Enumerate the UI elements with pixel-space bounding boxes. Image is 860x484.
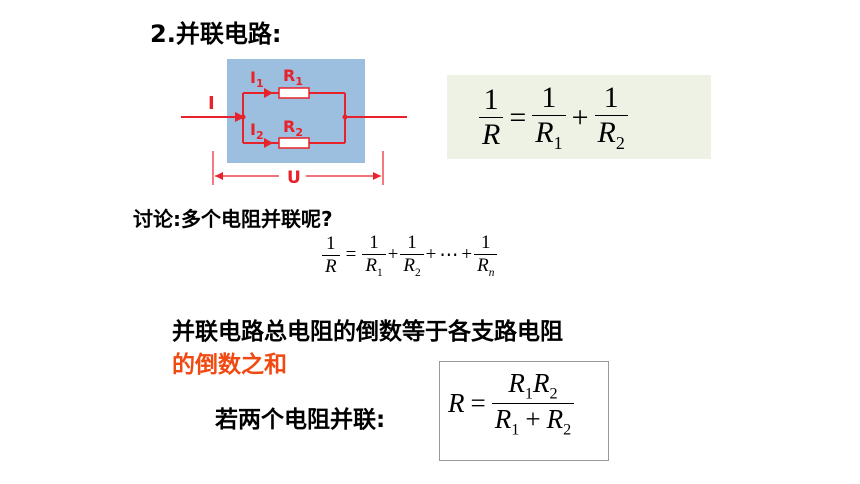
right-junction-dot	[342, 114, 348, 120]
formula-box-two: 1 R = 1 R1 + 1 R2	[447, 75, 711, 159]
frac-1-over-R1: 1 R1	[532, 81, 566, 154]
arrow-I-icon	[235, 112, 245, 122]
conclusion-line-1: 并联电路总电阻的倒数等于各支路电阻	[172, 319, 563, 345]
conclusion-line-2: 的倒数之和	[172, 352, 287, 378]
label-I1: I1	[250, 68, 264, 90]
resistor-R1	[278, 87, 310, 99]
discussion-question: 讨论:多个电阻并联呢?	[133, 207, 333, 231]
arrow-I2-icon	[264, 138, 273, 148]
left-junction-dot	[240, 114, 246, 120]
label-I2: I2	[250, 120, 264, 142]
plus-sign: +	[571, 100, 589, 134]
label-I: I	[208, 93, 215, 114]
equals-sign: =	[509, 100, 527, 134]
frac-1-over-R2: 1 R2	[594, 81, 628, 154]
formula-box-product-over-sum: R = R1R2 R1+R2	[439, 361, 609, 461]
resistor-R2	[278, 137, 310, 149]
label-R1: R1	[283, 66, 303, 88]
frac-1-over-R: 1 R	[479, 83, 504, 152]
two-resistors-label: 若两个电阻并联:	[215, 407, 386, 433]
u-arrow-left-icon	[215, 172, 223, 180]
formula-n-resistors: 1 R = 1 R1 + 1 R2 + ⋯ + 1 Rn	[322, 232, 498, 279]
u-arrow-right-icon	[373, 172, 381, 180]
label-R2: R2	[283, 117, 303, 139]
label-U: U	[287, 168, 301, 188]
section-title: 2.并联电路:	[150, 20, 282, 48]
parallel-circuit-diagram: I I1 R1 I2 R2 U	[181, 59, 407, 188]
arrow-I1-icon	[264, 88, 273, 98]
